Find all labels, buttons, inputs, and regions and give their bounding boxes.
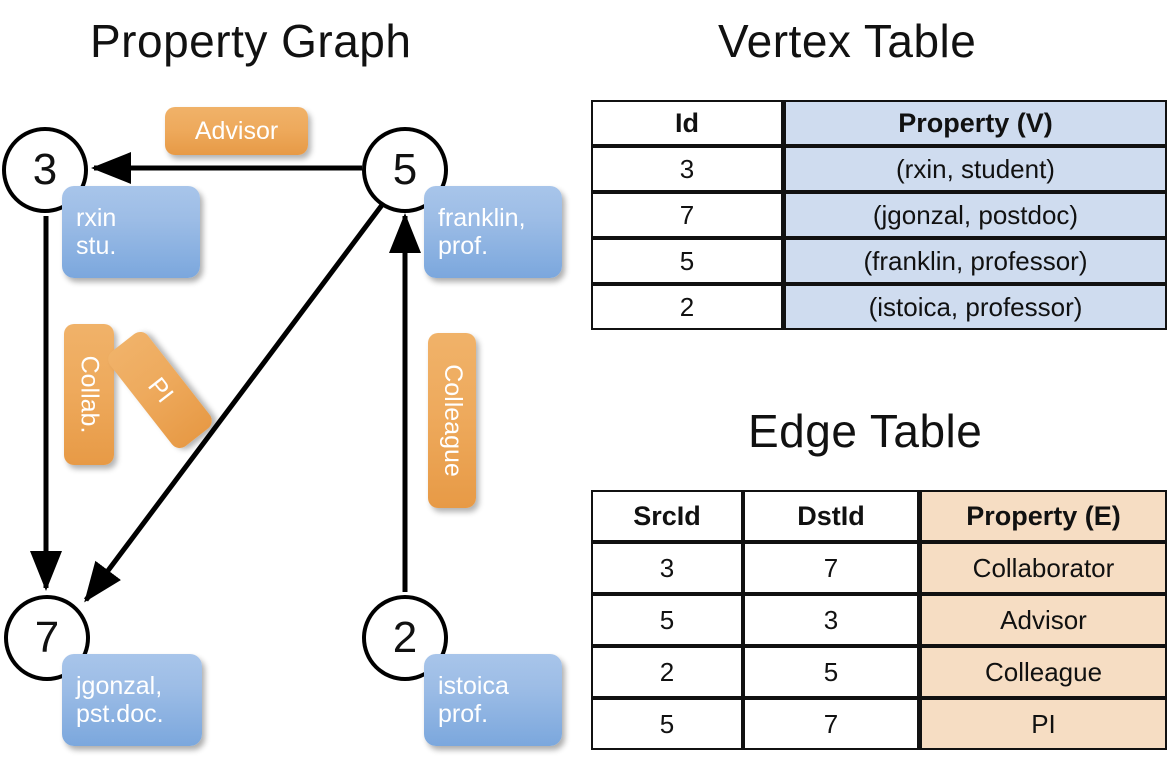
property-graph-diagram: 3 5 7 2 rxin stu. franklin, prof. jgonza… (2, 107, 562, 746)
graph-node-3-label: 3 (32, 145, 58, 194)
vertex-cell-id: 2 (591, 284, 783, 330)
vertex-table-header-id: Id (591, 100, 783, 146)
table-row: 7 (jgonzal, postdoc) (591, 192, 1167, 238)
vertex-cell-property: (istoica, professor) (783, 284, 1167, 330)
edge-label-box-collab: Collab. (64, 324, 114, 465)
edge-cell-srcid: 5 (591, 698, 743, 750)
vertex-cell-property: (jgonzal, postdoc) (783, 192, 1167, 238)
edge-table-header-row: SrcId DstId Property (E) (591, 490, 1167, 542)
vertex-cell-id: 5 (591, 238, 783, 284)
graph-node-7-label: 7 (34, 613, 60, 662)
table-row: 5 3 Advisor (591, 594, 1167, 646)
edge-table: SrcId DstId Property (E) 3 7 Collaborato… (591, 490, 1167, 750)
node-property-istoica-line1: istoica (438, 672, 509, 700)
node-property-box-jgonzal: jgonzal, pst.doc. (62, 654, 202, 746)
edge-cell-property: Collaborator (919, 542, 1167, 594)
vertex-table-header-property: Property (V) (783, 100, 1167, 146)
edge-label-box-colleague: Colleague (428, 333, 476, 508)
vertex-cell-id: 3 (591, 146, 783, 192)
table-row: 2 5 Colleague (591, 646, 1167, 698)
page-title-vertex-table: Vertex Table (718, 15, 977, 67)
edge-5-to-7-pi (83, 203, 385, 603)
node-property-jgonzal-line1: jgonzal, (76, 672, 163, 700)
node-property-box-franklin: franklin, prof. (424, 186, 562, 278)
edge-cell-srcid: 3 (591, 542, 743, 594)
edge-cell-property: Advisor (919, 594, 1167, 646)
graph-node-2[interactable]: 2 (362, 595, 448, 681)
table-row: 3 (rxin, student) (591, 146, 1167, 192)
edge-label-collab-text: Collab. (75, 355, 104, 434)
node-property-jgonzal-line2: pst.doc. (76, 700, 164, 728)
edge-label-pi-text: PI (142, 371, 179, 408)
edge-cell-dstid: 3 (743, 594, 919, 646)
node-property-franklin-line1: franklin, (438, 204, 526, 232)
node-property-rxin-line1: rxin (76, 204, 117, 232)
vertex-cell-property: (rxin, student) (783, 146, 1167, 192)
edge-table-header-property: Property (E) (919, 490, 1167, 542)
table-row: 2 (istoica, professor) (591, 284, 1167, 330)
edge-cell-srcid: 2 (591, 646, 743, 698)
page-title-edge-table: Edge Table (748, 405, 983, 457)
edge-label-advisor-text: Advisor (194, 116, 279, 145)
graph-node-2-label: 2 (392, 613, 418, 662)
vertex-table: Id Property (V) 3 (rxin, student) 7 (jgo… (591, 100, 1167, 330)
edge-label-box-advisor: Advisor (165, 107, 308, 155)
table-row: 3 7 Collaborator (591, 542, 1167, 594)
edge-label-colleague-text: Colleague (438, 364, 467, 477)
graph-node-5-label: 5 (392, 145, 418, 194)
node-property-box-istoica: istoica prof. (424, 654, 562, 746)
graph-edges-svg (30, 152, 421, 603)
table-row: 5 (franklin, professor) (591, 238, 1167, 284)
vertex-cell-property: (franklin, professor) (783, 238, 1167, 284)
node-property-rxin-line2: stu. (76, 232, 117, 260)
vertex-cell-id: 7 (591, 192, 783, 238)
edge-cell-dstid: 5 (743, 646, 919, 698)
edge-cell-property: PI (919, 698, 1167, 750)
page-title-property-graph: Property Graph (90, 15, 412, 67)
edge-cell-srcid: 5 (591, 594, 743, 646)
edge-cell-dstid: 7 (743, 698, 919, 750)
table-row: 5 7 PI (591, 698, 1167, 750)
vertex-table-header-row: Id Property (V) (591, 100, 1167, 146)
node-property-istoica-line2: prof. (438, 700, 489, 728)
graph-node-5[interactable]: 5 (362, 127, 448, 213)
node-property-franklin-line2: prof. (438, 232, 489, 260)
edge-cell-dstid: 7 (743, 542, 919, 594)
node-property-box-rxin: rxin stu. (62, 186, 200, 278)
edge-cell-property: Colleague (919, 646, 1167, 698)
edge-table-header-srcid: SrcId (591, 490, 743, 542)
edge-table-header-dstid: DstId (743, 490, 919, 542)
